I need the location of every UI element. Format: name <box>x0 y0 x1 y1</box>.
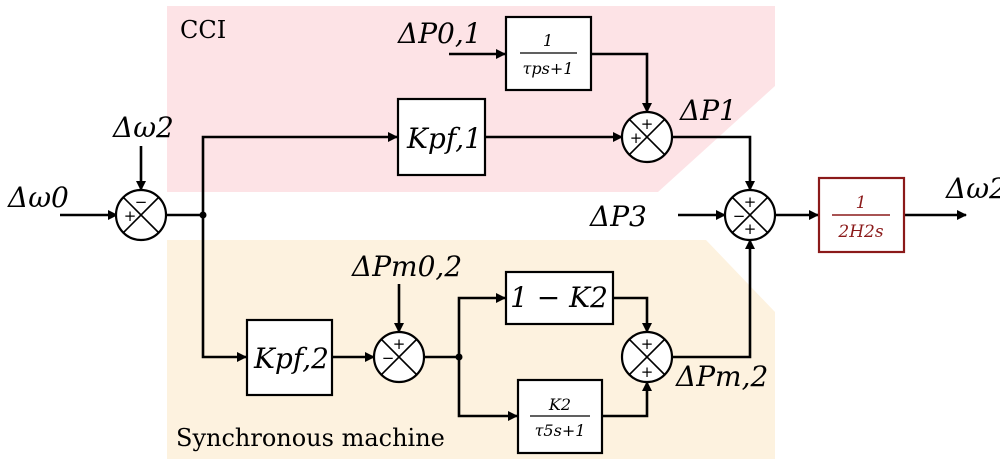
signal-delta-p3: ΔP3 <box>589 200 647 233</box>
lag-p-numerator: 1 <box>543 31 553 50</box>
gain-block-one-minus-k2: 1 − K2 <box>504 270 615 326</box>
sign-top: − <box>135 193 148 211</box>
inertia-denominator: 2H2s <box>837 222 883 242</box>
signal-delta-omega-2-feedback: Δω2 <box>112 111 174 144</box>
sign-left: − <box>382 349 395 367</box>
sign-left: + <box>124 207 137 225</box>
signal-delta-omega-0: Δω0 <box>7 181 69 214</box>
wire-lag5-out <box>602 381 652 418</box>
sign-left: + <box>630 129 643 147</box>
branch-point-input <box>199 211 207 219</box>
wire-to-lag5 <box>457 357 518 421</box>
lag-5-denominator: τ5s+1 <box>535 421 586 440</box>
sign-bottom: + <box>641 363 654 381</box>
sign-bottom: + <box>744 220 757 238</box>
sum-junction-main: + − + <box>723 188 777 242</box>
sign-left: − <box>733 207 746 225</box>
signal-delta-p1: ΔP1 <box>679 94 737 127</box>
signal-delta-pm02: ΔPm0,2 <box>351 250 462 283</box>
wire-to-1mk2 <box>457 293 506 357</box>
branch-point-sm <box>455 353 463 361</box>
lag-p-denominator: τps+1 <box>523 59 574 78</box>
signal-delta-p01: ΔP0,1 <box>397 17 482 50</box>
sum-junction-sm-input: + − <box>372 330 426 384</box>
wire-to-kpf1 <box>201 132 398 215</box>
lag-block-tau-5: K2 τ5s+1 <box>516 378 604 455</box>
sign-top: + <box>641 335 654 353</box>
sum-junction-cci: + + <box>620 110 674 164</box>
wire-1mk2-out <box>613 296 652 333</box>
gain-block-kpf2: Kpf,2 <box>245 318 334 397</box>
one-minus-k2-label: 1 − K2 <box>510 281 608 314</box>
kpf1-label: Kpf,1 <box>406 122 482 155</box>
sign-top: + <box>744 193 757 211</box>
gain-block-kpf1: Kpf,1 <box>396 97 487 177</box>
wire-p1 <box>672 135 755 191</box>
lag-5-numerator: K2 <box>548 395 571 414</box>
inertia-numerator: 1 <box>856 193 867 213</box>
wire-lagp-out <box>591 52 652 113</box>
sum-junction-input: − + <box>114 188 168 242</box>
kpf2-label: Kpf,2 <box>253 342 329 375</box>
synchronous-machine-region <box>167 240 775 459</box>
signal-delta-omega-2-output: Δω2 <box>945 172 1000 205</box>
cci-title: CCI <box>180 16 226 44</box>
lag-block-tau-p: 1 τps+1 <box>504 15 593 92</box>
synchronous-machine-title: Synchronous machine <box>176 424 445 452</box>
sign-top: + <box>393 335 406 353</box>
wire-to-kpf2 <box>201 215 247 362</box>
sum-junction-sm-output: + + <box>620 330 674 384</box>
signal-delta-pm2: ΔPm,2 <box>675 360 768 393</box>
sign-top: + <box>641 115 654 133</box>
wire-pm2 <box>672 239 755 359</box>
inertia-block: 1 2H2s <box>817 176 906 254</box>
signal-wires <box>60 49 967 421</box>
